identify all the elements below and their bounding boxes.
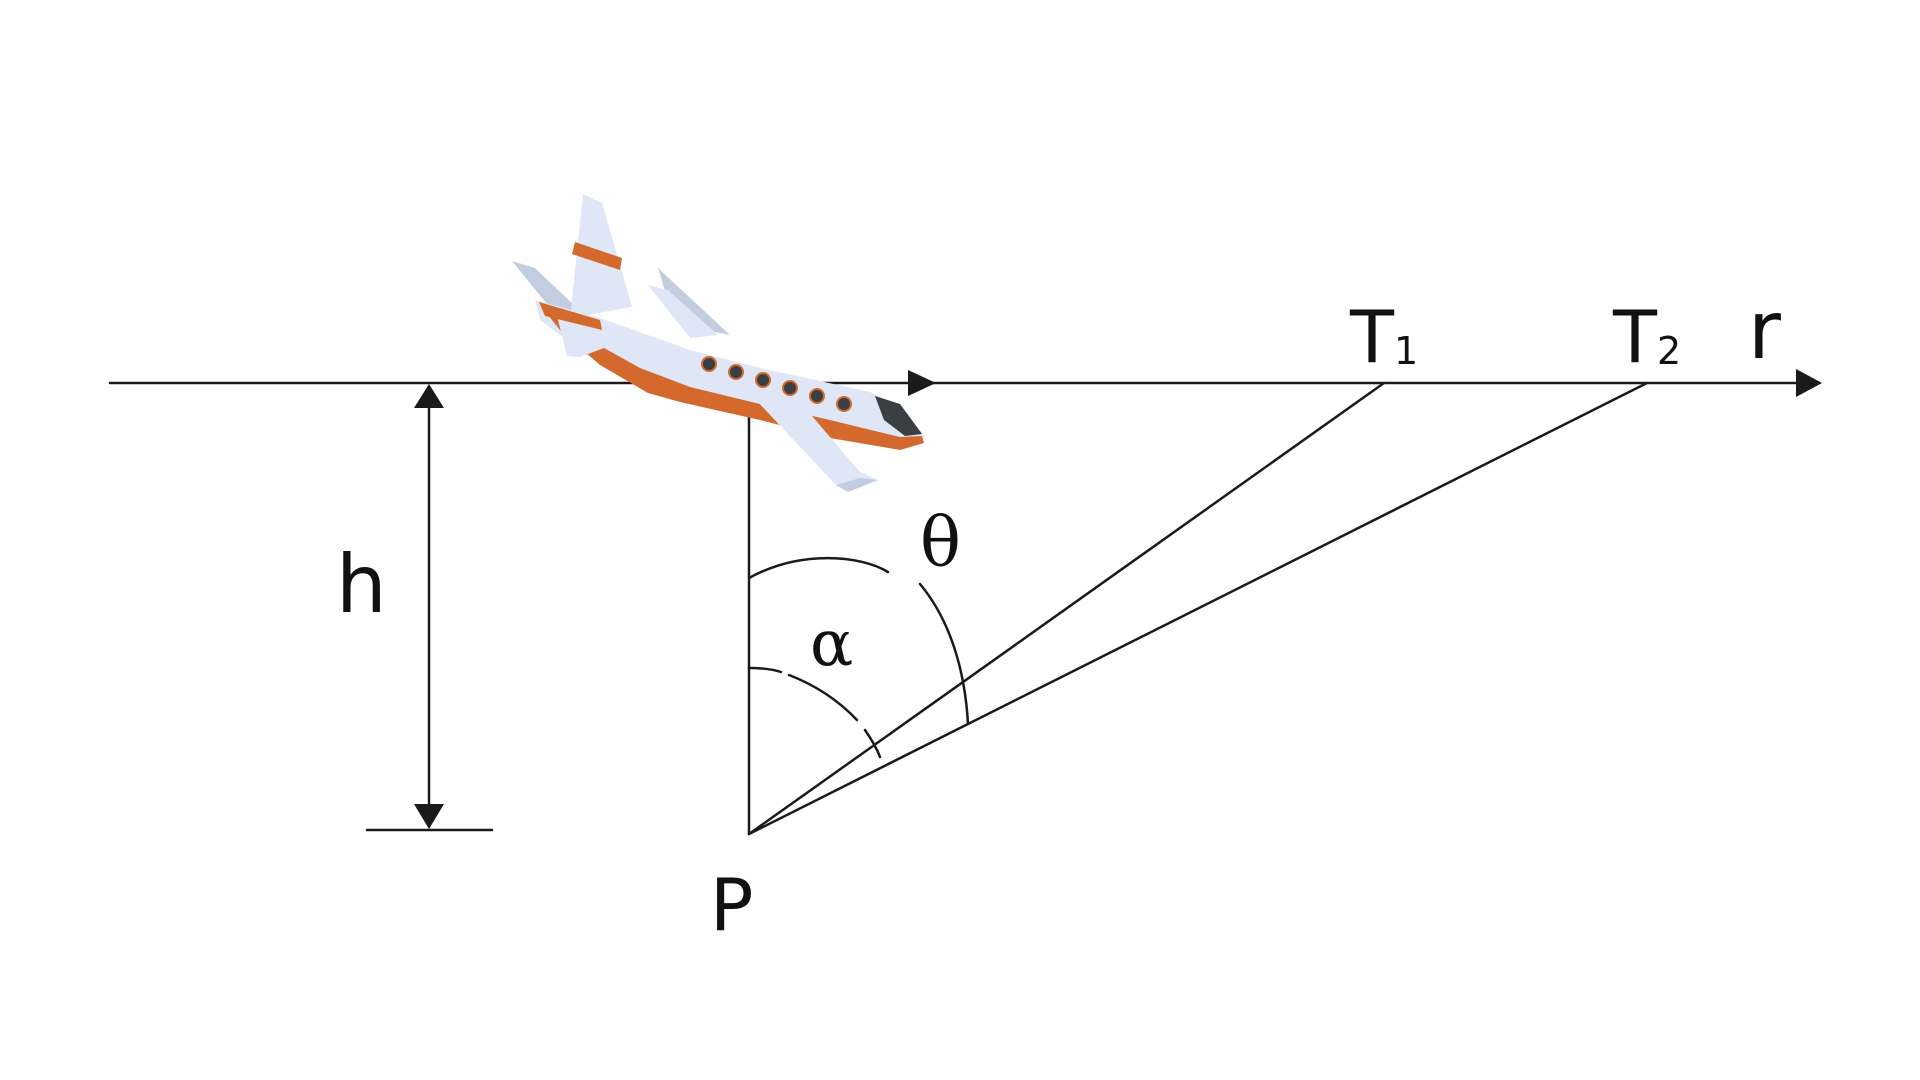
airplane-icon <box>512 194 925 492</box>
airplane-wing-back-top <box>648 285 718 338</box>
target1-letter: T <box>1349 295 1395 379</box>
airplane-wing-front-tip <box>836 478 878 492</box>
alpha-arc-end <box>863 728 882 759</box>
theta-arc <box>747 556 890 580</box>
theta-label: θ <box>920 504 961 583</box>
airplane-window <box>701 356 717 372</box>
axis-r-label: r <box>1748 284 1781 377</box>
airplane-wing-back <box>658 268 730 335</box>
airplane-wing-front <box>756 400 878 492</box>
airplane-window <box>782 380 798 396</box>
airplane-window <box>755 372 771 388</box>
target1-subscript: 1 <box>1394 329 1418 373</box>
alpha-arc-mid <box>787 673 859 722</box>
alpha-label: α <box>810 607 853 681</box>
target2-letter: T <box>1612 295 1658 379</box>
line-p-t2 <box>747 381 1649 836</box>
target2-subscript: 2 <box>1657 329 1681 373</box>
alpha-arc <box>747 666 783 674</box>
airplane-window <box>836 396 852 412</box>
airplane-body-stripe <box>540 305 924 450</box>
r-axis-arrow <box>1796 369 1822 397</box>
height-arrow-bottom <box>414 804 444 829</box>
airplane-stabilizer-stripe <box>539 302 602 330</box>
height-arrow-top <box>414 384 444 408</box>
airplane-window <box>728 364 744 380</box>
line-p-t1 <box>747 381 1386 836</box>
flight-direction-arrow <box>908 370 936 396</box>
height-label: h <box>336 538 387 631</box>
airplane-window <box>809 388 825 404</box>
target2-label: T2 <box>1612 295 1681 379</box>
airplane-cockpit <box>875 396 922 436</box>
theta-arc-lower <box>918 582 970 726</box>
point-p-label: P <box>710 863 753 947</box>
airplane-tail-stripe <box>572 242 622 270</box>
target1-label: T1 <box>1349 295 1418 379</box>
